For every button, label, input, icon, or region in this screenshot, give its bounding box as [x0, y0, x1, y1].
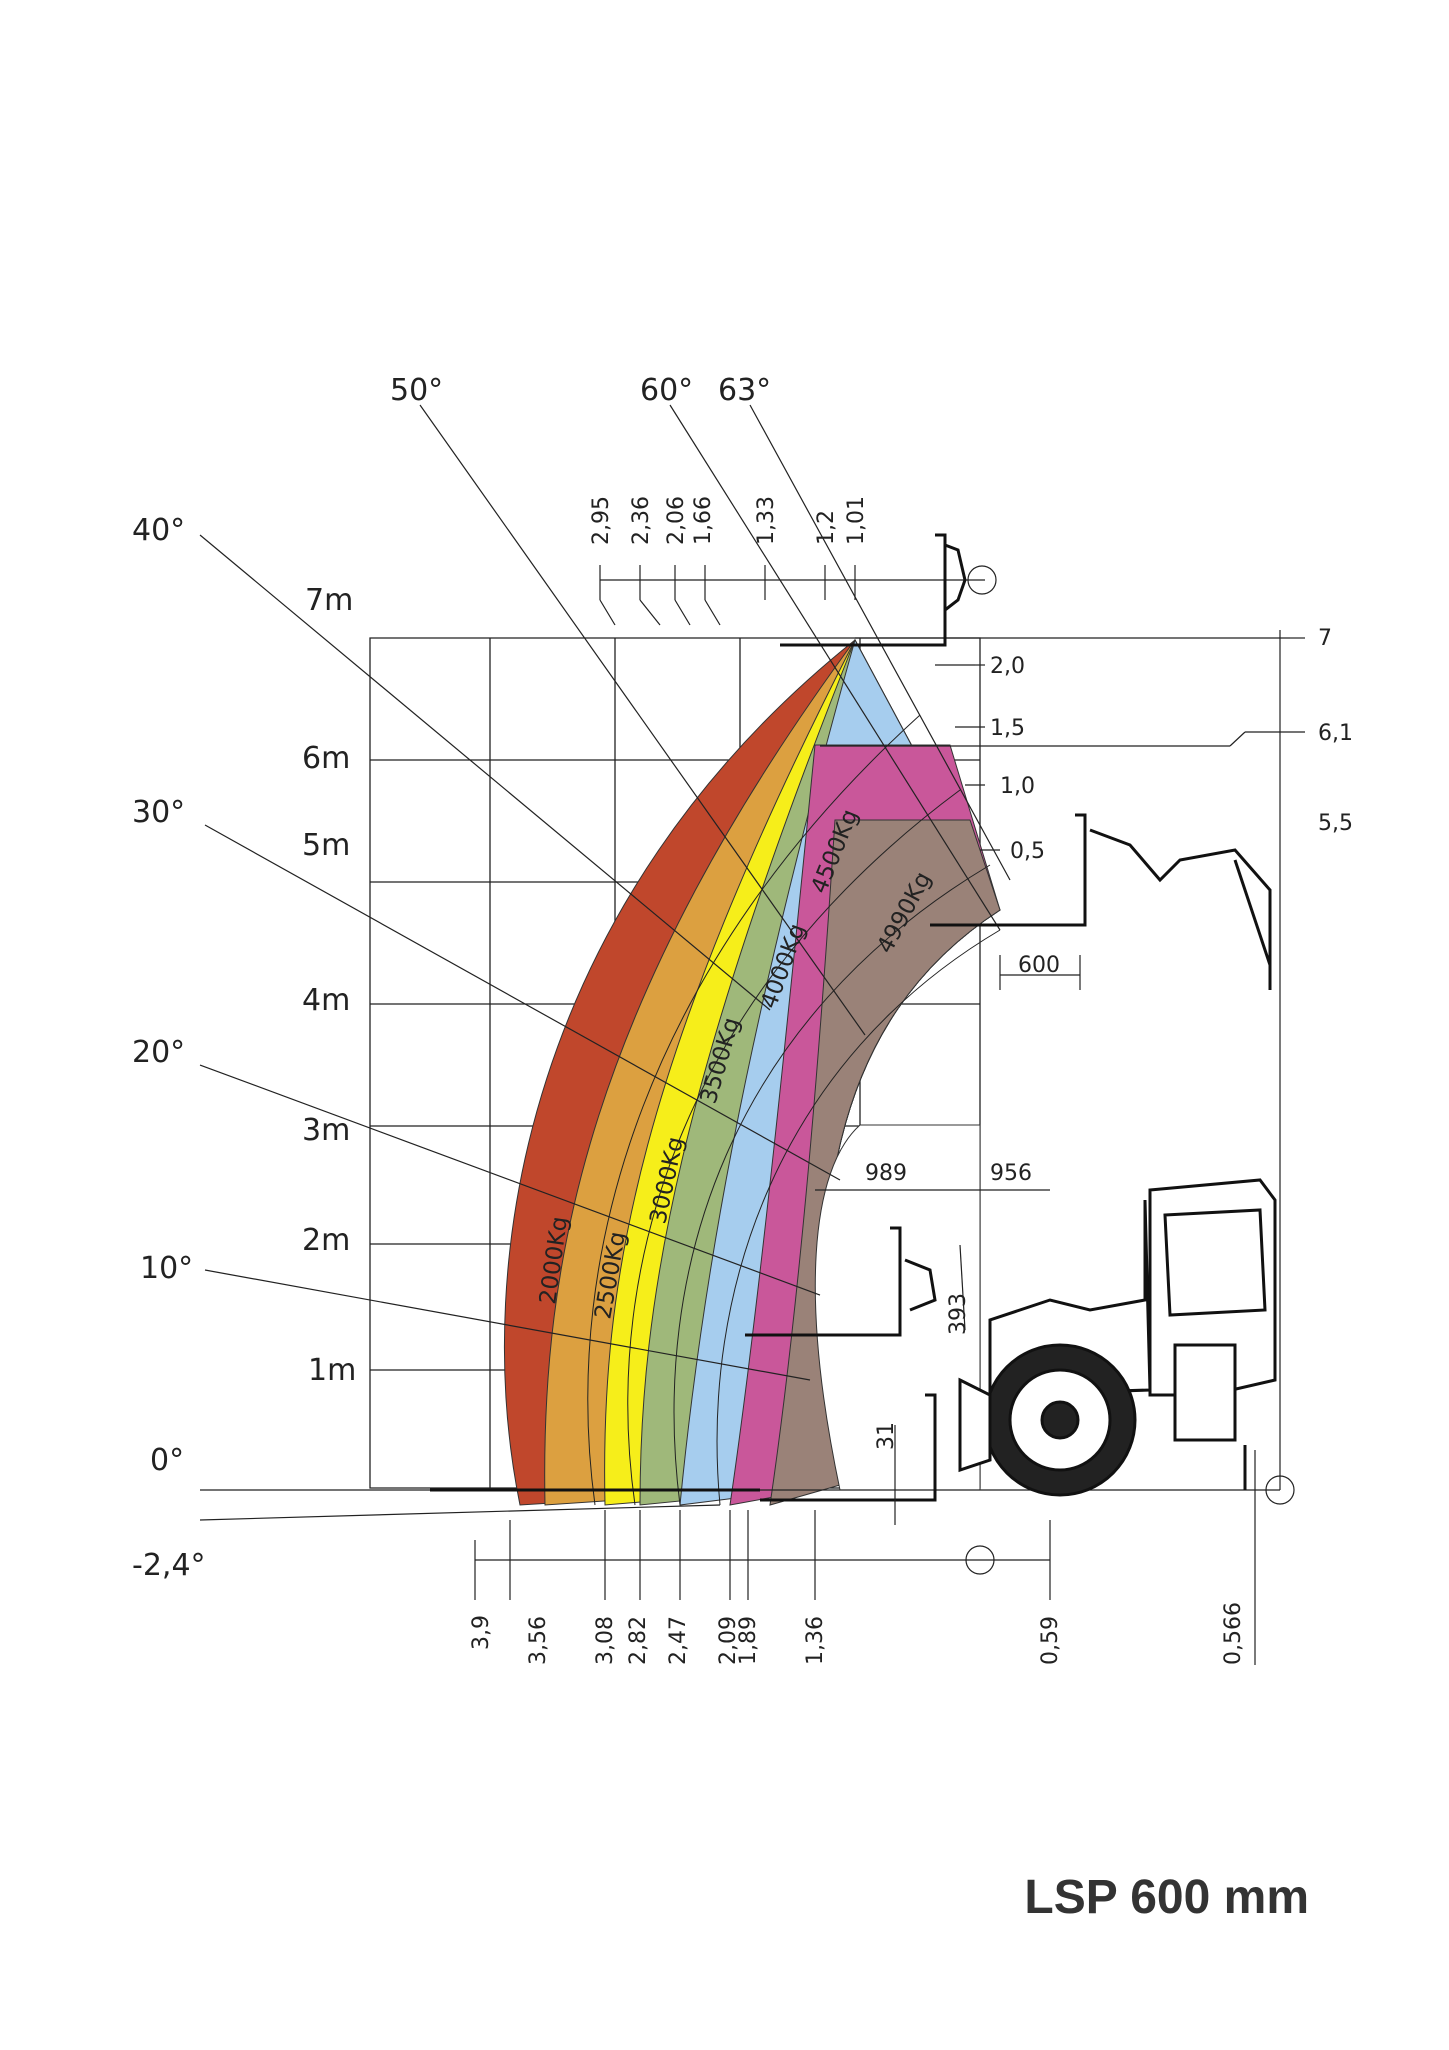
fork-carriage-low — [745, 1228, 935, 1335]
right-height-7: 7 — [1318, 626, 1332, 651]
bottom-dim-1-89: 1,89 — [736, 1616, 761, 1665]
angle-labels: 50° 60° 63° 40° 30° 20° 10° 0° -2,4° — [132, 373, 771, 1583]
bottom-dim-3-08: 3,08 — [593, 1616, 618, 1665]
fork-carriage-ground — [430, 1395, 935, 1500]
top-dim-1-66: 1,66 — [691, 496, 716, 545]
boom-extension-labels: 2,0 1,5 1,0 0,5 — [990, 654, 1045, 864]
angle-label-0: 0° — [150, 1443, 184, 1478]
boom-ext-2-0: 2,0 — [990, 654, 1025, 679]
right-height-markers — [820, 630, 1305, 1504]
height-label-1m: 1m — [308, 1353, 356, 1388]
load-zones — [504, 640, 1000, 1505]
zone-inner-cut — [815, 1125, 980, 1490]
angle-label-minus-2-4: -2,4° — [132, 1548, 206, 1583]
bottom-dim-3-9: 3,9 — [469, 1615, 494, 1650]
top-dim-1-2: 1,2 — [814, 510, 839, 545]
boom-arcs — [588, 715, 1000, 1505]
height-label-4m: 4m — [302, 983, 350, 1018]
boom-ext-1-5: 1,5 — [990, 716, 1025, 741]
fork-dim-393: 393 — [946, 1293, 971, 1335]
boom-ext-1-0: 1,0 — [1000, 774, 1035, 799]
angle-label-20: 20° — [132, 1035, 185, 1070]
bottom-dimensions — [475, 1450, 1255, 1665]
bottom-dim-2-09: 2,09 — [716, 1616, 741, 1665]
angle-label-63: 63° — [718, 373, 771, 408]
angle-label-40: 40° — [132, 513, 185, 548]
fork-carriage-top — [780, 535, 965, 645]
telehandler-vehicle — [960, 1180, 1275, 1495]
height-labels: 7m 6m 5m 4m 3m 2m 1m — [302, 583, 356, 1388]
angle-label-50: 50° — [390, 373, 443, 408]
height-label-5m: 5m — [302, 828, 350, 863]
right-height-labels: 7 6,1 5,5 — [1318, 626, 1353, 836]
fork-dim-600: 600 — [1018, 953, 1060, 978]
top-dim-2-36: 2,36 — [629, 496, 654, 545]
angle-label-30: 30° — [132, 795, 185, 830]
top-dim-2-06: 2,06 — [664, 496, 689, 545]
angle-label-10: 10° — [140, 1251, 193, 1286]
fork-dimension-labels: 600 989 956 393 31 — [865, 953, 1060, 1450]
bottom-dimension-labels: 3,9 3,56 3,08 2,82 2,47 2,09 1,89 1,36 0… — [469, 1602, 1246, 1665]
bottom-dim-3-56: 3,56 — [526, 1616, 551, 1665]
fork-carriage-mid — [930, 815, 1270, 990]
boom-extension-lines — [935, 665, 1000, 850]
bottom-dim-1-36: 1,36 — [803, 1616, 828, 1665]
bottom-dim-0-59: 0,59 — [1038, 1616, 1063, 1665]
top-dim-2-95: 2,95 — [589, 496, 614, 545]
height-label-2m: 2m — [302, 1223, 350, 1258]
top-dimensions — [600, 565, 996, 625]
fork-dimension-lines — [815, 955, 1080, 1525]
height-label-7m: 7m — [305, 583, 353, 618]
height-label-6m: 6m — [302, 741, 350, 776]
height-label-3m: 3m — [302, 1113, 350, 1148]
top-dimension-labels: 2,95 2,36 2,06 1,66 1,33 1,2 1,01 — [589, 496, 869, 545]
top-dim-1-33: 1,33 — [754, 496, 779, 545]
top-dim-1-01: 1,01 — [844, 496, 869, 545]
bottom-dim-2-47: 2,47 — [666, 1616, 691, 1665]
bottom-dim-2-82: 2,82 — [626, 1616, 651, 1665]
fork-dim-956: 956 — [990, 1161, 1032, 1186]
footer-title: LSP 600 mm — [1024, 1871, 1309, 1924]
right-height-6-1: 6,1 — [1318, 721, 1353, 746]
fork-dim-989: 989 — [865, 1161, 907, 1186]
fork-dim-31: 31 — [874, 1422, 899, 1450]
boom-ext-0-5: 0,5 — [1010, 839, 1045, 864]
right-height-5-5: 5,5 — [1318, 811, 1353, 836]
bottom-dim-0-566: 0,566 — [1221, 1602, 1246, 1665]
angle-label-60: 60° — [640, 373, 693, 408]
